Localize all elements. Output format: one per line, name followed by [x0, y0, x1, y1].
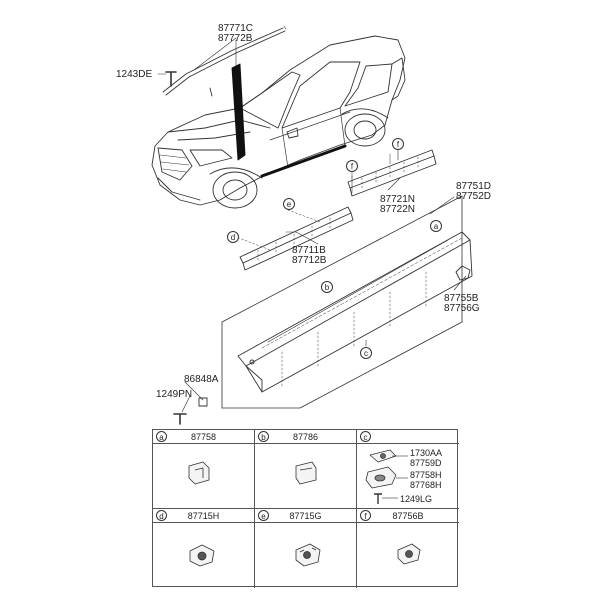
cell-e-letter: e	[258, 510, 269, 521]
cell-a-letter: a	[156, 431, 167, 442]
callout-c: c	[360, 347, 372, 359]
cell-b-part-number: 87786	[292, 432, 319, 442]
label-87759D: 87759D	[410, 458, 442, 468]
cell-e-part-number: 87715G	[289, 511, 322, 521]
cell-f: f 87756B	[357, 509, 459, 588]
cell-b-letter: b	[258, 431, 269, 442]
label-87752D: 87752D	[456, 191, 492, 202]
cell-f-part-number: 87756B	[392, 511, 424, 521]
label-87751D: 87751D	[456, 181, 492, 192]
label-86848A: 86848A	[184, 374, 219, 385]
cell-c-letter: c	[360, 431, 371, 442]
bolt-1243DE	[165, 71, 177, 87]
roof-moulding-strip	[162, 27, 284, 93]
label-87711B: 87711B	[292, 245, 326, 256]
cell-b-header: b 87786	[255, 430, 356, 444]
label-87756G: 87756G	[444, 303, 480, 314]
label-87712B: 87712B	[292, 255, 327, 266]
part-1249LG-sketch	[374, 493, 382, 504]
cell-d-header: d 87715H	[153, 509, 254, 523]
cell-d-part-number: 87715H	[187, 511, 220, 521]
cell-e: e 87715G	[255, 509, 357, 588]
cell-f-header: f 87756B	[357, 509, 459, 523]
cell-d: d 87715H	[153, 509, 255, 588]
cell-a: a 87758	[153, 430, 255, 509]
a-pillar-trim	[231, 63, 246, 161]
cell-e-header: e 87715G	[255, 509, 356, 523]
callout-f-2: f	[392, 138, 404, 150]
label-87722N: 87722N	[380, 204, 416, 215]
cell-f-letter: f	[360, 510, 371, 521]
part-87786-sketch	[295, 461, 317, 485]
side-sill-on-car	[260, 144, 347, 178]
cell-b: b 87786	[255, 430, 357, 509]
cell-a-part-number: 87758	[190, 432, 217, 442]
label-87721N: 87721N	[380, 194, 416, 205]
moulding-strip-87721N	[347, 149, 437, 197]
callout-e: e	[283, 198, 295, 210]
label-1243DE: 1243DE	[116, 69, 153, 80]
parts-detail-table: a 87758 b 87786 c 1730AA d 87715H e	[152, 429, 459, 588]
cell-a-header: a 87758	[153, 430, 254, 444]
sill-assembly-frame	[221, 195, 463, 409]
moulding-strip-87711B	[233, 206, 354, 271]
part-87758-sketch	[188, 461, 210, 485]
cell-c-header: c	[357, 430, 459, 444]
clip-87755B	[455, 265, 471, 281]
cell-d-letter: d	[156, 510, 167, 521]
screw-1249PN	[173, 413, 187, 425]
label-1730AA-page: 1730AA	[410, 448, 443, 458]
label-87755B: 87755B	[444, 293, 479, 304]
callout-b: b	[321, 281, 333, 293]
label-1249LG: 1249LG	[400, 494, 433, 504]
car-illustration	[151, 35, 406, 209]
label-87771C: 87771C	[218, 23, 254, 34]
side-sill-panel	[237, 231, 473, 393]
label-87758H: 87758H	[410, 470, 442, 480]
callout-a: a	[430, 220, 442, 232]
label-87772B: 87772B	[218, 33, 253, 44]
cell-c: c 1730AA	[357, 430, 459, 509]
callout-f: f	[346, 160, 358, 172]
label-87768H: 87768H	[410, 480, 442, 490]
label-1249PN: 1249PN	[156, 389, 193, 400]
clip-86848A	[198, 397, 208, 407]
callout-d: d	[227, 231, 239, 243]
